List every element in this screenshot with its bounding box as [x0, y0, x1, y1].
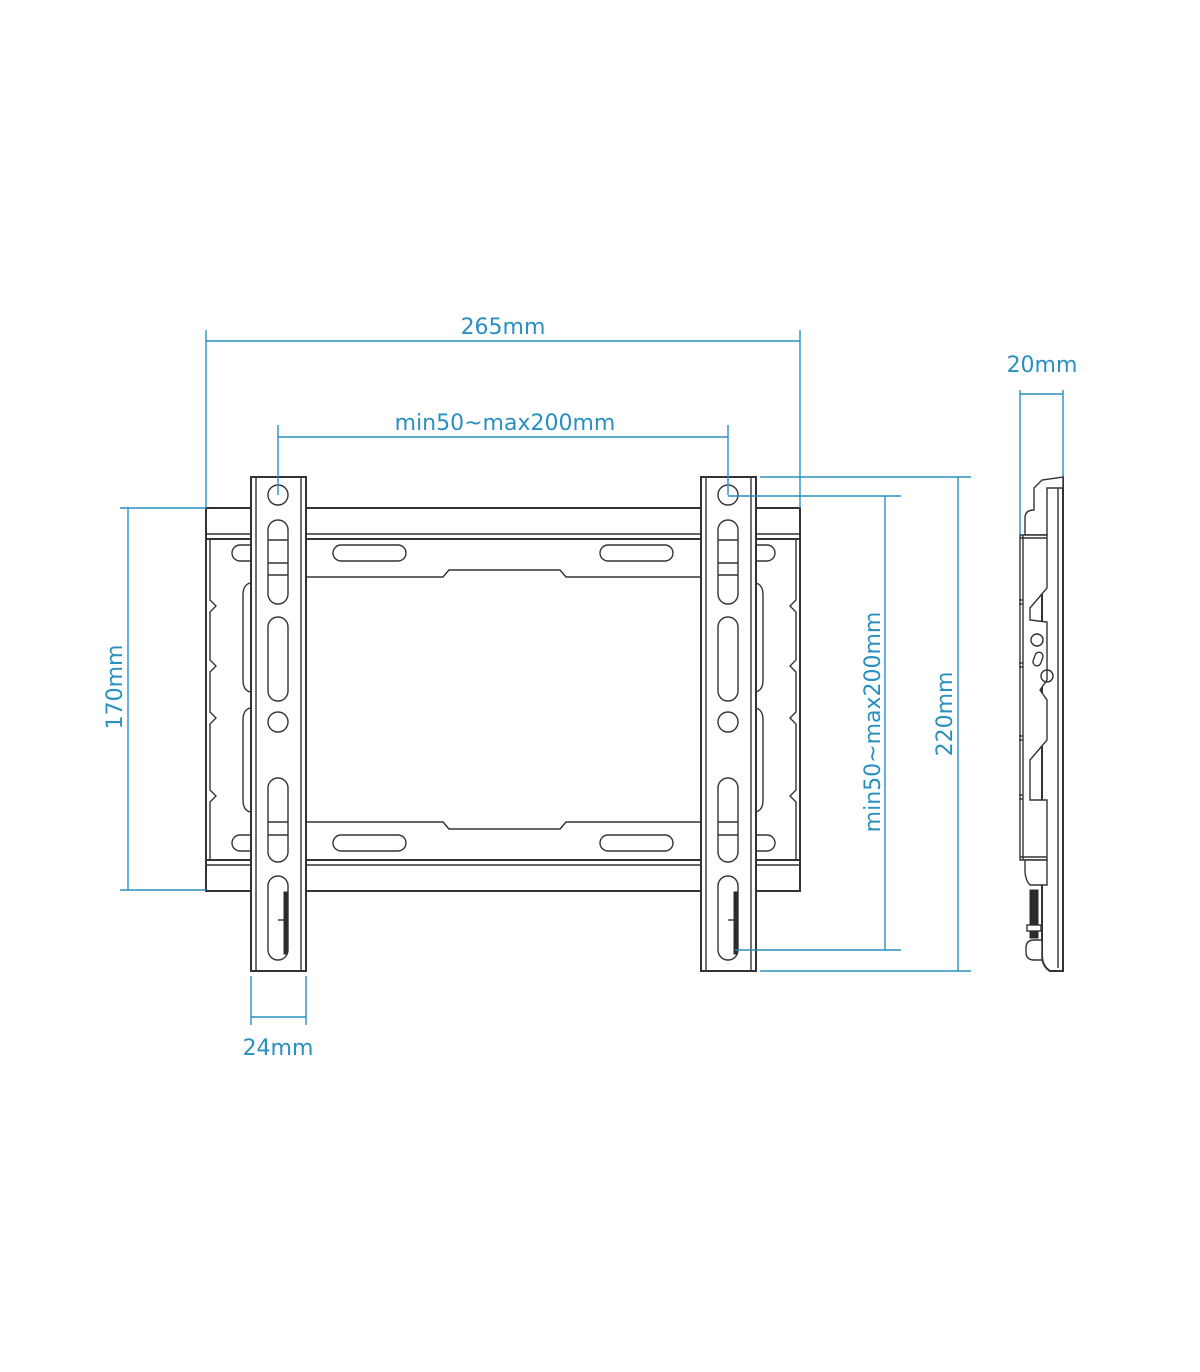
- dim-overall-width: 265mm: [205, 315, 801, 508]
- dim-vesa-horizontal: min50~max200mm: [277, 411, 729, 495]
- label-wall-plate-height: 170mm: [103, 645, 128, 730]
- wall-slot: [599, 544, 674, 562]
- label-vesa-horizontal: min50~max200mm: [395, 411, 616, 436]
- dim-overall-height: 220mm: [760, 476, 971, 972]
- label-arm-width: 24mm: [243, 1036, 314, 1061]
- wall-slot: [332, 544, 407, 562]
- left-arm: [250, 476, 307, 972]
- wall-slot: [599, 834, 674, 852]
- label-depth: 20mm: [1007, 353, 1078, 378]
- label-vesa-vertical: min50~max200mm: [861, 612, 886, 833]
- dim-vesa-vertical: min50~max200mm: [728, 495, 901, 951]
- wall-slot: [332, 834, 407, 852]
- right-arm: [700, 476, 757, 972]
- label-overall-height: 220mm: [933, 672, 958, 757]
- dim-depth: 20mm: [1007, 353, 1078, 535]
- side-view: 20mm: [1007, 353, 1078, 972]
- front-view: 265mm min50~max200mm 170mm min50~max200m…: [103, 315, 971, 1061]
- dim-wall-plate-height: 170mm: [103, 507, 206, 891]
- label-overall-width: 265mm: [461, 315, 546, 340]
- dim-arm-width: 24mm: [243, 976, 314, 1061]
